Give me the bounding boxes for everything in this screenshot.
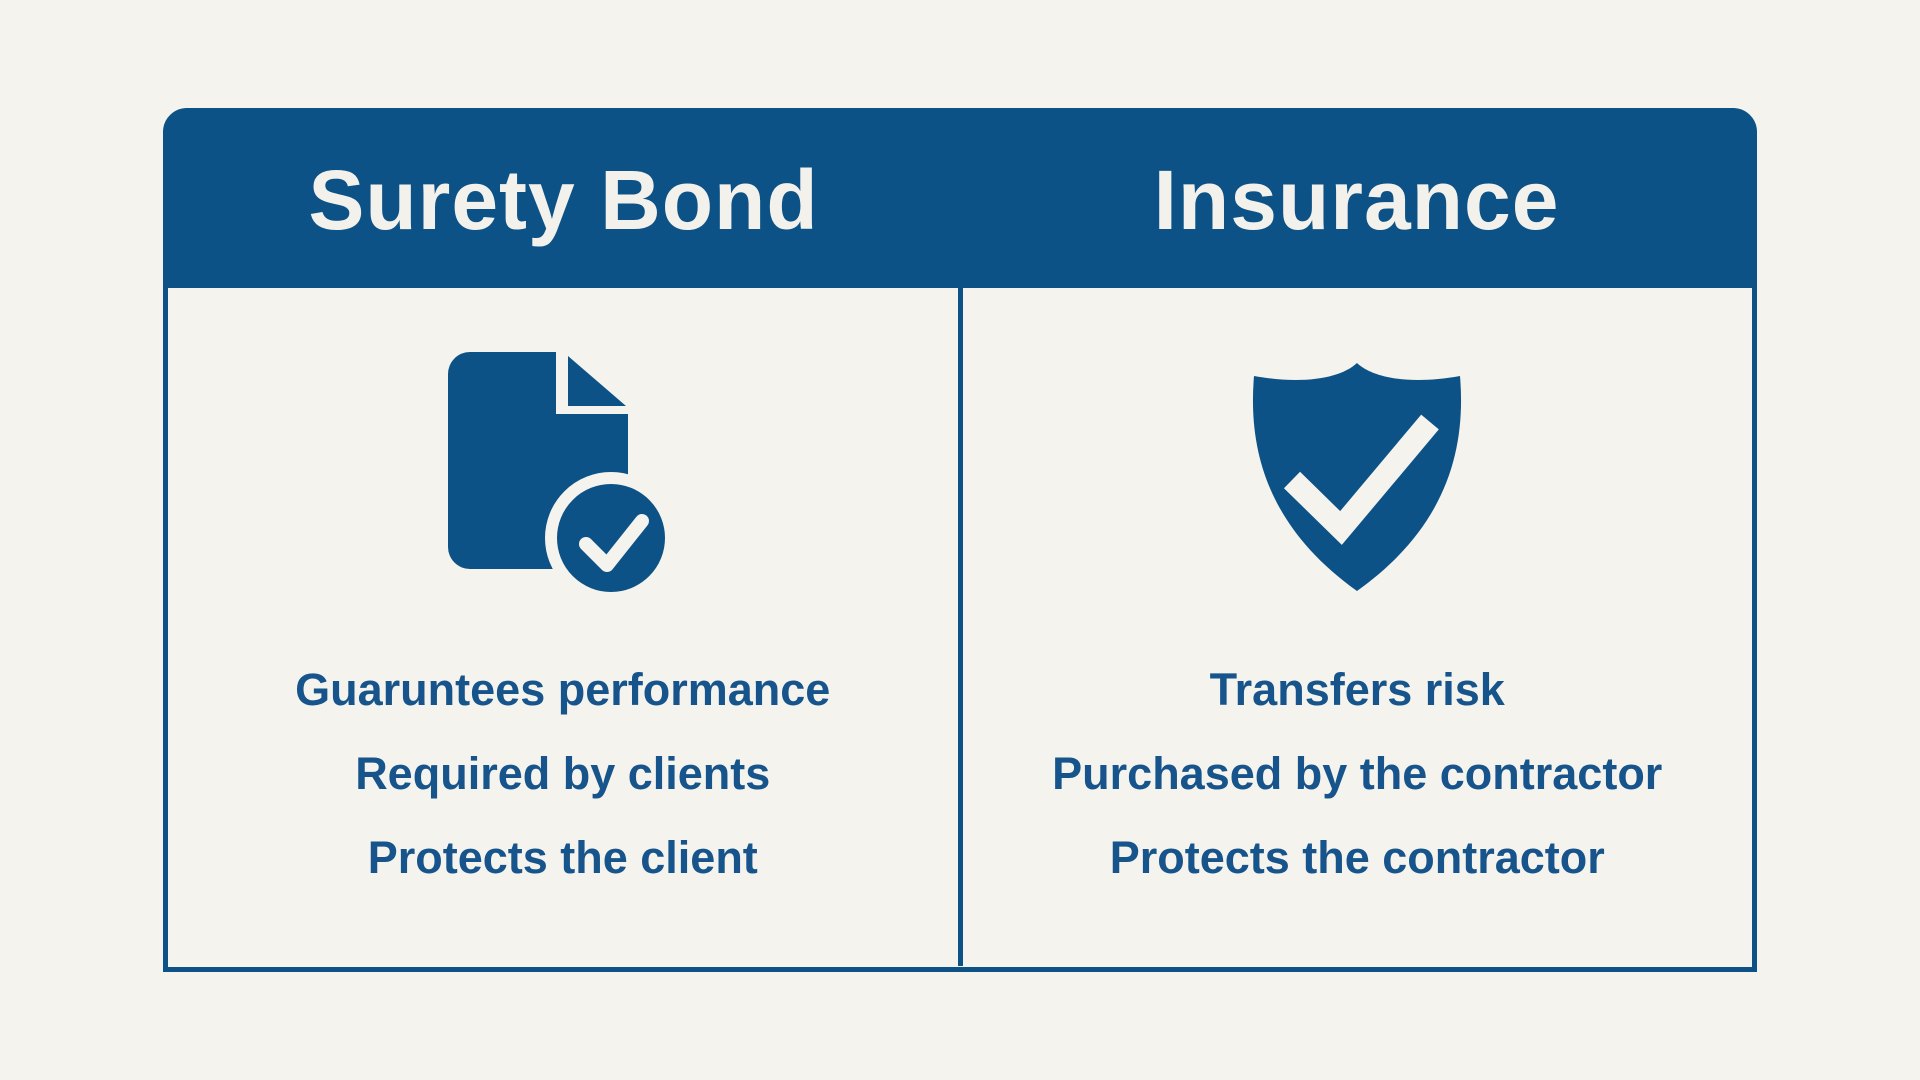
card-header: Surety Bond Insurance — [167, 112, 1753, 288]
shield-check-icon — [1246, 352, 1468, 599]
point-text: Protects the client — [367, 832, 758, 883]
column-insurance: Transfers risk Purchased by the contract… — [963, 288, 1753, 966]
point-text: Guaruntees performance — [295, 664, 831, 715]
point-text: Protects the contractor — [1109, 832, 1605, 883]
header-cell-insurance: Insurance — [1153, 152, 1560, 247]
card-body: Guaruntees performance Required by clien… — [168, 288, 1752, 966]
point-text: Purchased by the contractor — [1052, 748, 1663, 799]
comparison-card: Surety Bond Insurance Guaruntees perform… — [163, 108, 1757, 972]
header-cell-surety-bond: Surety Bond — [308, 152, 819, 247]
document-check-icon — [447, 352, 678, 609]
point-text: Required by clients — [355, 748, 771, 799]
surety-bond-points: Guaruntees performance Required by clien… — [168, 648, 958, 900]
column-surety-bond: Guaruntees performance Required by clien… — [168, 288, 963, 966]
point-text: Transfers risk — [1209, 664, 1505, 715]
insurance-points: Transfers risk Purchased by the contract… — [963, 648, 1753, 900]
